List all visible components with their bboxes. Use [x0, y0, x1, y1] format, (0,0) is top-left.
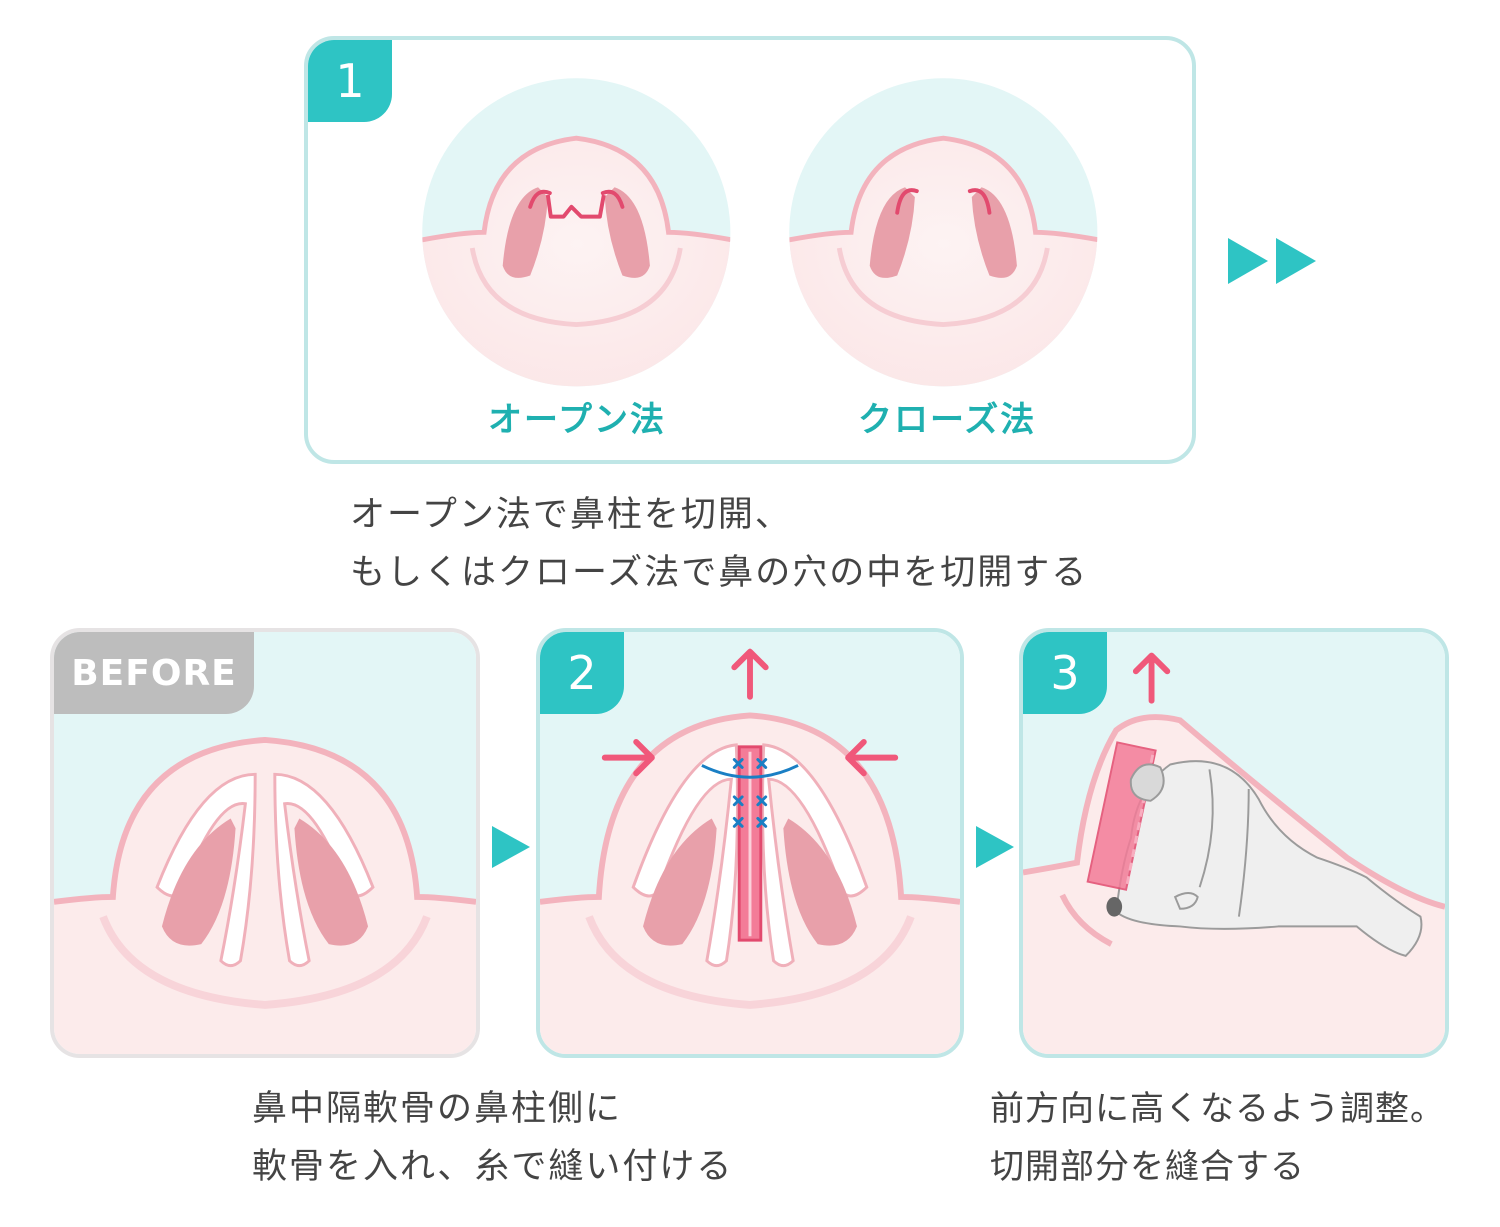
before-panel: BEFORE: [50, 628, 480, 1058]
left-arrow-icon: [845, 738, 899, 777]
step1-caption: オープン法で鼻柱を切開、 もしくはクローズ法で鼻の穴の中を切開する: [350, 486, 1088, 602]
step2-caption: 鼻中隔軟骨の鼻柱側に 軟骨を入れ、糸で縫い付ける: [252, 1080, 733, 1196]
step1-caption-line2: もしくはクローズ法で鼻の穴の中を切開する: [350, 553, 1089, 593]
open-method-illustration: [422, 78, 731, 387]
nose-bottom-views: [422, 78, 1098, 387]
suture-stitches: [732, 758, 768, 828]
right-arrow-icon: [601, 738, 655, 777]
before-badge: BEFORE: [54, 632, 254, 714]
closed-method-illustration: [789, 78, 1098, 387]
step3-caption: 前方向に高くなるよう調整。 切開部分を縫合する: [990, 1080, 1445, 1196]
closed-method-label: クローズ法: [858, 400, 1037, 440]
up-arrow-icon: [1132, 652, 1171, 704]
step3-caption-line1: 前方向に高くなるよう調整。: [990, 1089, 1445, 1129]
step3-panel: 3: [1019, 628, 1449, 1058]
double-play-arrow-icon: [1228, 238, 1316, 284]
step3-caption-line2: 切開部分を縫合する: [990, 1147, 1305, 1187]
step2-panel: 2: [536, 628, 964, 1058]
up-arrow-icon: [731, 648, 769, 700]
step1-badge: 1: [308, 40, 392, 122]
step2-badge: 2: [540, 632, 624, 714]
open-method-label: オープン法: [488, 400, 666, 440]
step1-caption-line1: オープン法で鼻柱を切開、: [350, 495, 792, 535]
step3-badge: 3: [1023, 632, 1107, 714]
step1-panel: 1: [304, 36, 1196, 464]
before-nose-illustration: [54, 632, 476, 1054]
step2-caption-line1: 鼻中隔軟骨の鼻柱側に: [252, 1089, 623, 1129]
step2-caption-line2: 軟骨を入れ、糸で縫い付ける: [252, 1147, 734, 1187]
play-arrow-icon: [492, 826, 530, 868]
play-arrow-icon: [976, 826, 1014, 868]
